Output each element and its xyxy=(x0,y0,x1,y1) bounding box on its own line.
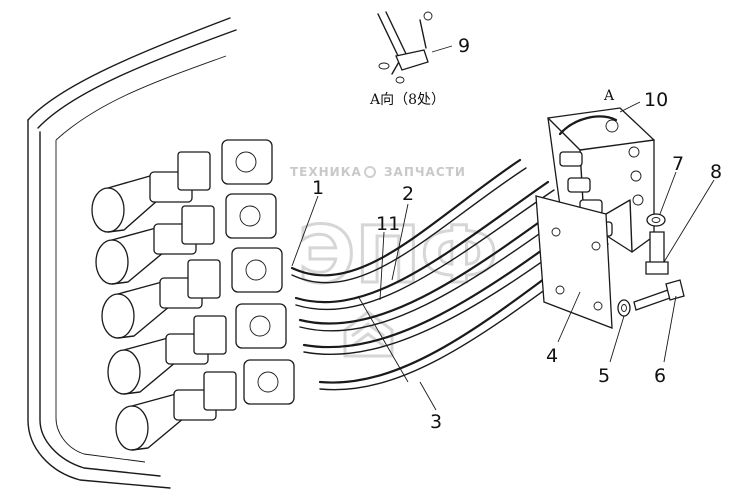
callout-9: 9 xyxy=(458,35,470,57)
bolt-8 xyxy=(645,231,669,275)
solenoid-2 xyxy=(95,193,277,285)
solenoid-1 xyxy=(91,139,273,233)
callout-11: 11 xyxy=(376,213,400,235)
solenoid-valve-stack xyxy=(91,139,295,451)
watermark-gear-icon xyxy=(364,166,376,178)
mounting-bracket xyxy=(535,195,633,329)
solenoid-3 xyxy=(101,247,283,339)
detail-view-label: A向（8处） xyxy=(369,92,445,108)
watermark-text-right: ЗАПЧАСТИ xyxy=(384,165,466,179)
callout-10: 10 xyxy=(644,89,668,111)
bolt-6 xyxy=(633,279,685,311)
callout-3: 3 xyxy=(430,411,442,433)
washer-5 xyxy=(617,299,631,317)
solenoid-4 xyxy=(107,303,287,395)
callout-numbers: 1 2 3 4 5 6 7 8 10 11 xyxy=(312,89,722,433)
view-marker-a: A xyxy=(603,88,615,104)
callout-7: 7 xyxy=(672,153,684,175)
leader-lines xyxy=(291,101,715,411)
solenoid-5 xyxy=(115,359,295,451)
cab-panel xyxy=(27,17,237,489)
washer-7 xyxy=(646,213,666,227)
watermark-text-left: ТЕХНИКА xyxy=(290,165,362,179)
detail-a-view: 9 A向（8处） xyxy=(369,11,470,108)
callout-6: 6 xyxy=(654,365,666,387)
watermark-logo: ЭПФ xyxy=(298,211,498,301)
watermark: ТЕХНИКА ЗАПЧАСТИ ЭПФ xyxy=(290,165,499,358)
callout-8: 8 xyxy=(710,161,722,183)
callout-5: 5 xyxy=(598,365,610,387)
callout-2: 2 xyxy=(402,183,414,205)
callout-1: 1 xyxy=(312,177,324,199)
callout-4: 4 xyxy=(546,345,558,367)
